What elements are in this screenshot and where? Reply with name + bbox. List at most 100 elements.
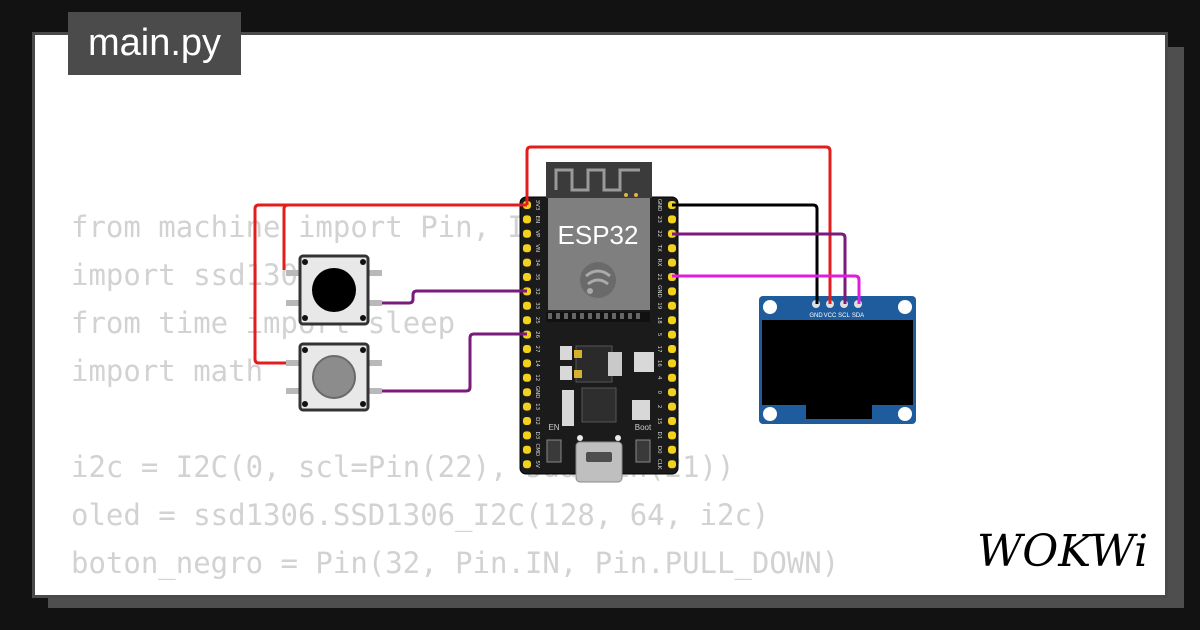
file-tab-main-py[interactable]: main.py (68, 12, 241, 75)
push-button-gray[interactable] (286, 342, 382, 412)
pin-label-33: 33 (534, 302, 540, 309)
pin-label-rx: RX (656, 259, 662, 267)
pin-label-2: 2 (656, 405, 662, 409)
pin-label-17: 17 (656, 346, 662, 353)
wire-3v3-to-gray-button[interactable] (253, 203, 527, 365)
pin-label-vp: VP (534, 230, 540, 238)
wire-gpio22-to-oled-scl[interactable] (672, 232, 847, 304)
pin-tx[interactable] (668, 244, 676, 253)
black-button-cap[interactable] (312, 268, 356, 312)
espressif-logo-icon (580, 262, 616, 298)
boot-button[interactable] (635, 439, 651, 463)
code-line-8: boton_negro = Pin(32, Pin.IN, Pin.PULL_D… (71, 546, 840, 580)
pin-label-d0: D0 (656, 446, 662, 454)
pin-label-5: 5 (656, 333, 662, 337)
pin-19[interactable] (668, 301, 676, 310)
oled-pin-sda: SDA (852, 313, 864, 319)
pin-12[interactable] (523, 373, 531, 382)
code-line-4: import math (71, 354, 264, 388)
pin-13[interactable] (523, 402, 531, 411)
pin-label-14: 14 (534, 360, 540, 367)
pin-0[interactable] (668, 388, 676, 397)
pin-cmd[interactable] (523, 445, 531, 454)
wire-gpio21-to-oled-sda[interactable] (672, 274, 861, 304)
en-button[interactable] (546, 439, 562, 463)
pin-label-32: 32 (534, 288, 540, 295)
pin-label-23: 23 (656, 216, 662, 223)
pin-label-5v: 5V (534, 461, 540, 468)
pin-33[interactable] (523, 301, 531, 310)
pin-18[interactable] (668, 316, 676, 325)
wire-gnd-to-oled-gnd[interactable] (672, 203, 819, 304)
pin-gnd[interactable] (668, 287, 676, 296)
pin-label-12: 12 (534, 374, 540, 381)
pin-35[interactable] (523, 273, 531, 281)
oled-pin-gnd: GND (809, 313, 823, 319)
pin-d2[interactable] (523, 417, 531, 425)
push-button-black[interactable] (286, 254, 382, 326)
pin-2[interactable] (668, 402, 676, 411)
pin-gnd[interactable] (523, 388, 531, 397)
pin-label-34: 34 (534, 259, 540, 266)
oled-pin-vcc: VCC (824, 313, 837, 319)
pin-label-35: 35 (534, 274, 540, 281)
esp32-left-header: 3V3ENVPVN343532332526271412GND13D2D3CMD5… (523, 200, 540, 469)
pin-label-d3: D3 (534, 432, 540, 440)
pin-label-3v3: 3V3 (534, 200, 540, 211)
pin-rx[interactable] (668, 258, 676, 267)
wire-gray-button-to-gpio33[interactable] (382, 332, 527, 393)
wire-black-button-to-gpio32[interactable] (382, 289, 527, 305)
wokwi-logo: WOKWi (977, 526, 1148, 574)
pin-label-d1: D1 (656, 432, 662, 440)
ldo (608, 352, 622, 376)
pin-16[interactable] (668, 359, 676, 368)
pin-d0[interactable] (668, 445, 676, 454)
pin-label-19: 19 (656, 302, 662, 309)
pin-label-gnd: GND (656, 285, 662, 298)
wire-3v3-to-oled-vcc[interactable] (525, 145, 832, 304)
pin-27[interactable] (523, 345, 531, 353)
pin-label-cmd: CMD (534, 443, 540, 456)
pin-5[interactable] (668, 330, 676, 339)
pin-label-22: 22 (656, 230, 662, 237)
pin-label-tx: TX (656, 244, 662, 252)
oled-display[interactable]: GND VCC SCL SDA (759, 296, 916, 424)
pin-label-15: 15 (656, 418, 662, 425)
pin-label-gnd: GND (534, 386, 540, 399)
pin-14[interactable] (523, 359, 531, 368)
pin-label-26: 26 (534, 331, 540, 338)
pin-25[interactable] (523, 316, 531, 325)
antenna-trace (554, 168, 640, 192)
pin-d1[interactable] (668, 431, 676, 440)
pin-4[interactable] (668, 373, 676, 382)
boot-button-label: Boot (635, 423, 652, 432)
pin-en[interactable] (523, 215, 531, 224)
esp32-label: ESP32 (558, 220, 639, 250)
gray-button-cap[interactable] (312, 355, 356, 399)
pin-label-vn: VN (534, 244, 540, 252)
wires (253, 145, 861, 393)
pin-17[interactable] (668, 345, 676, 353)
pin-34[interactable] (523, 258, 531, 267)
pin-label-en: EN (534, 216, 540, 224)
oled-pin-scl: SCL (838, 313, 850, 319)
pin-15[interactable] (668, 417, 676, 425)
pin-23[interactable] (668, 215, 676, 224)
oled-screen (762, 320, 913, 405)
pin-label-25: 25 (534, 317, 540, 324)
pin-d3[interactable] (523, 431, 531, 440)
antenna-area (546, 162, 652, 198)
pin-vn[interactable] (523, 244, 531, 253)
wokwi-logo-text: WOKWi (977, 526, 1148, 574)
pin-label-0: 0 (656, 390, 662, 394)
pin-5v[interactable] (523, 460, 531, 469)
pin-vp[interactable] (523, 229, 531, 238)
usb-uart-chip (581, 387, 617, 423)
pin-clk[interactable] (668, 460, 676, 469)
pin-label-21: 21 (656, 274, 662, 281)
en-button-label: EN (548, 423, 559, 432)
pin-label-27: 27 (534, 346, 540, 353)
